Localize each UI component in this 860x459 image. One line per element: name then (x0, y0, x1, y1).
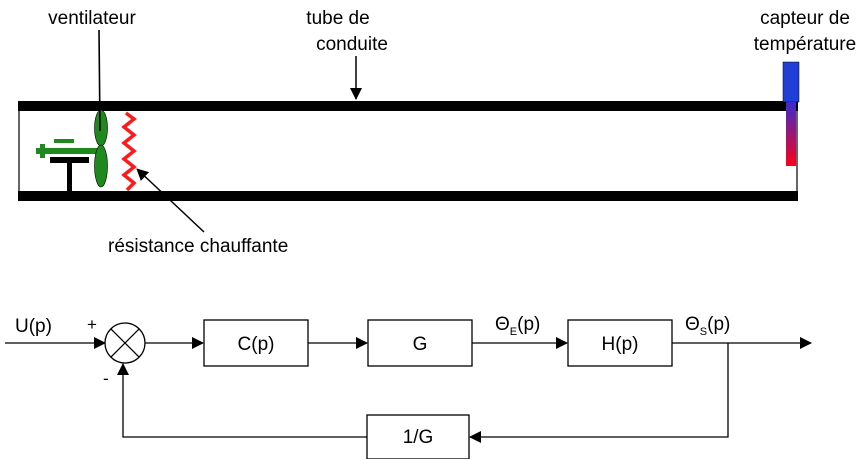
feedback-path-to-block (469, 343, 729, 443)
feedback-block (366, 414, 470, 459)
fan-blade-lower (94, 144, 108, 188)
input-label: U(p) (15, 316, 52, 337)
sum-minus-sign: - (103, 369, 109, 388)
fan-motor-top (54, 139, 74, 143)
fan-stand-plate (50, 157, 89, 163)
fan-shaft-cap (40, 144, 45, 158)
fan-blade-upper (94, 109, 108, 147)
sensor-label-line1: capteur de (760, 8, 850, 29)
duct-tube (18, 101, 798, 201)
gain-label: G (413, 334, 428, 355)
fan-stand-post (67, 163, 72, 193)
sum-plus-sign: + (87, 315, 97, 334)
sensor-probe (786, 102, 796, 166)
heater-coil-icon (121, 111, 137, 192)
heater-pointer-arrow (136, 168, 205, 233)
feedback-label: 1/G (403, 427, 434, 448)
duct-bottom-wall (18, 191, 798, 201)
intermediate-signal-label: ΘE(p) (495, 314, 540, 338)
sensor-label-line2: température (754, 34, 856, 55)
duct-label-line1: tube de (306, 8, 369, 29)
heater-label: résistance chauffante (108, 236, 288, 257)
fan-pointer-line (98, 29, 101, 132)
summing-junction (104, 322, 146, 364)
duct-label-line2: conduite (316, 34, 388, 55)
sensor-head (782, 61, 800, 103)
controller-label: C(p) (238, 334, 275, 355)
fan-shaft (36, 148, 98, 154)
plant-label: H(p) (602, 334, 639, 355)
fan-icon (36, 109, 108, 193)
duct-top-wall (18, 101, 798, 111)
temperature-sensor-icon (782, 61, 800, 166)
gain-block (367, 319, 473, 367)
output-signal-label: ΘS(p) (685, 314, 730, 338)
feedback-path-to-sum (117, 363, 367, 438)
plant-block (567, 319, 673, 367)
fan-label: ventilateur (48, 8, 136, 29)
controller-block (203, 319, 309, 367)
